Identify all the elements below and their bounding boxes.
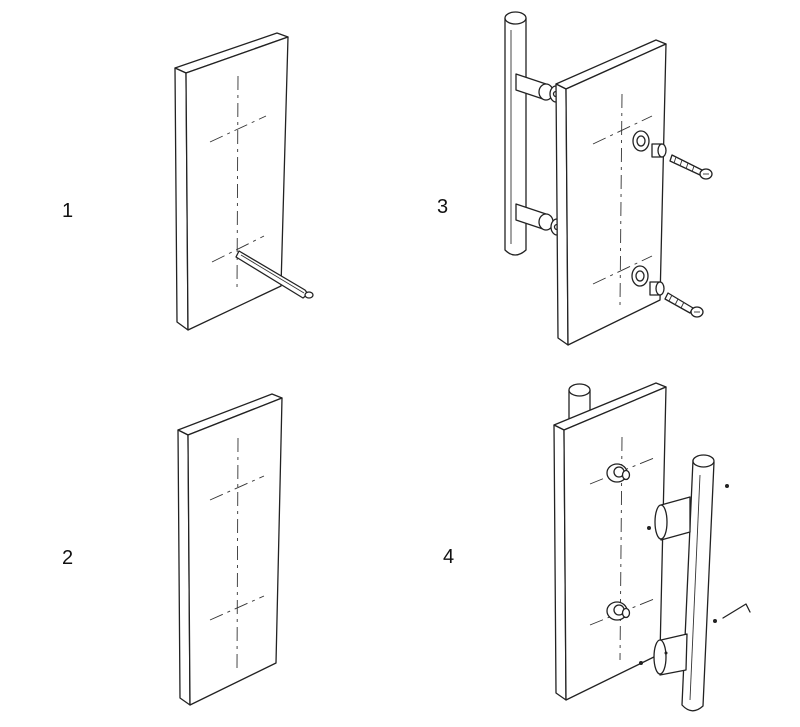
step-2-door-panel [177,393,283,706]
step-3-door-panel [555,39,667,346]
step-4-door-panel [553,382,667,701]
step-1-drill-bit [235,250,314,299]
step-3-upper-screw [651,143,713,180]
step-2: 2 [62,393,283,706]
step-4-set-screws [639,484,729,665]
step-3-label: 3 [437,196,448,218]
step-4: 4 [443,382,751,712]
step-4-allen-key [722,603,751,619]
step-3-lower-screw [649,281,704,318]
step-1: 1 [62,32,314,331]
step-1-door-panel [174,32,289,331]
step-1-label: 1 [62,200,73,222]
step-4-label: 4 [443,546,454,568]
step-2-label: 2 [62,547,73,569]
step-3-pull-handle [504,11,564,256]
step-3: 3 [437,11,713,346]
step-4-pull-handle [653,454,715,712]
